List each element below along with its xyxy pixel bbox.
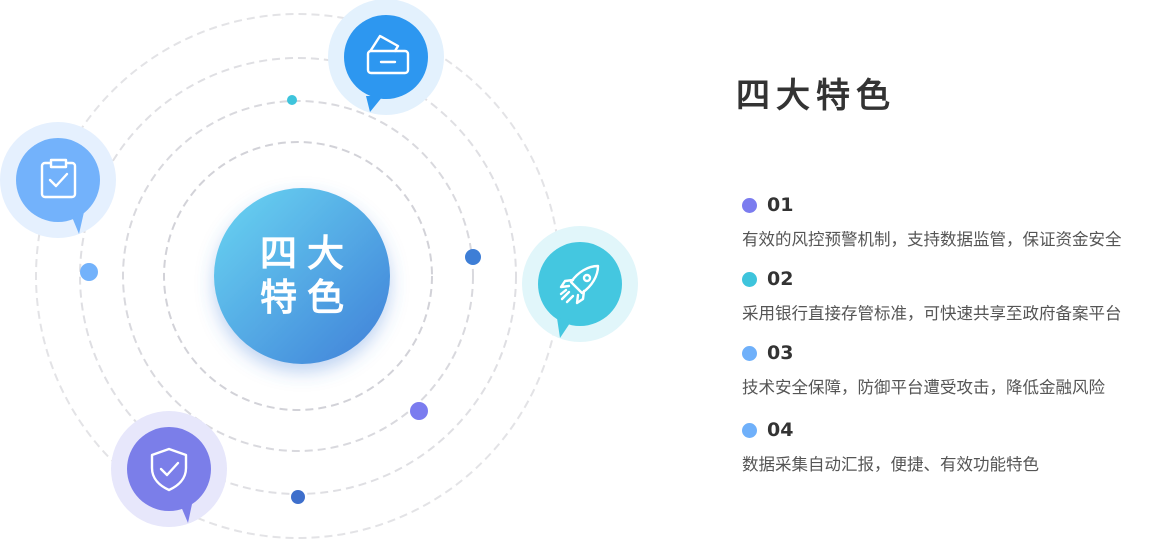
center-label-line2: 特色 <box>260 276 354 319</box>
shield-check-icon <box>150 447 188 492</box>
clipboard-check-badge <box>0 122 116 238</box>
feature-number: 01 <box>767 194 794 216</box>
orbit-dot <box>465 249 481 265</box>
orbit-dot <box>291 490 305 504</box>
orbit-ring-3 <box>122 100 474 452</box>
center-sphere <box>214 188 390 364</box>
feature-item-02: 02 采用银行直接存管标准，可快速共享至政府备案平台 <box>742 267 1122 324</box>
feature-description: 采用银行直接存管标准，可快速共享至政府备案平台 <box>742 304 1122 323</box>
center-label-line1: 四大 <box>260 232 354 275</box>
orbit-dot <box>80 263 98 281</box>
feature-number: 04 <box>767 419 794 441</box>
bullet-dot <box>742 345 757 361</box>
rocket-icon <box>559 264 600 305</box>
payment-card-badge <box>328 0 444 115</box>
feature-item-04: 04 数据采集自动汇报，便捷、有效功能特色 <box>742 418 1039 475</box>
feature-description: 技术安全保障，防御平台遭受攻击，降低金融风险 <box>742 378 1105 397</box>
feature-number: 03 <box>767 342 794 364</box>
feature-description: 数据采集自动汇报，便捷、有效功能特色 <box>742 455 1039 474</box>
orbit-ring-inner <box>163 141 433 411</box>
rocket-badge <box>522 226 638 342</box>
bullet-dot <box>742 197 757 213</box>
orbit-dot <box>410 402 428 420</box>
payment-card-icon <box>366 34 410 75</box>
clipboard-check-icon <box>40 158 77 199</box>
orbit-dot <box>287 95 297 105</box>
page-title: 四大特色 <box>736 76 896 116</box>
bullet-dot <box>742 271 757 287</box>
feature-number: 02 <box>767 268 794 290</box>
feature-item-01: 01 有效的风控预警机制，支持数据监管，保证资金安全 <box>742 193 1122 250</box>
center-label: 四大 特色 <box>214 188 390 364</box>
feature-description: 有效的风控预警机制，支持数据监管，保证资金安全 <box>742 230 1122 249</box>
feature-item-03: 03 技术安全保障，防御平台遭受攻击，降低金融风险 <box>742 341 1105 398</box>
shield-check-badge <box>111 411 227 527</box>
bullet-dot <box>742 422 757 438</box>
